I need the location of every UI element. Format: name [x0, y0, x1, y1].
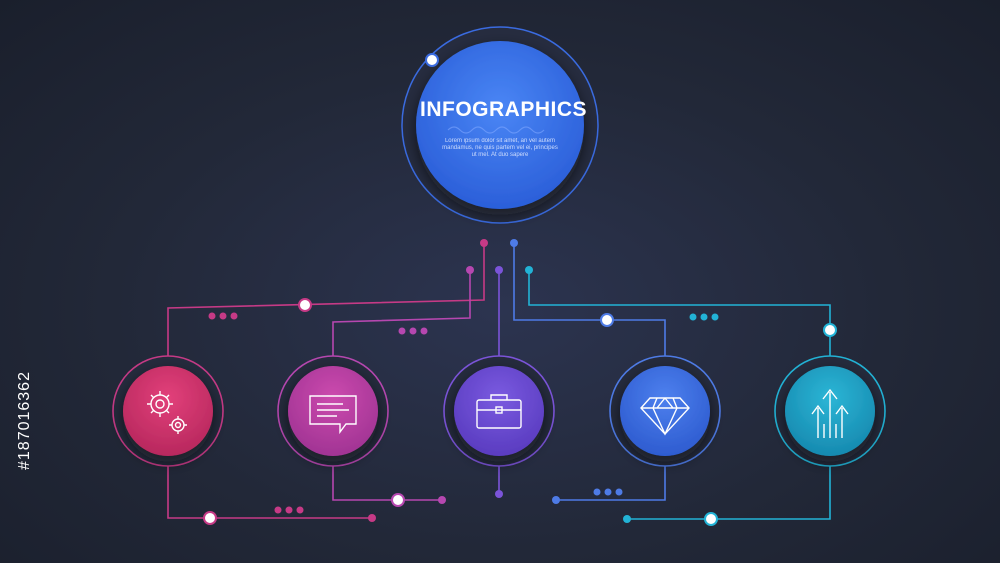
connector-2-bottom [332, 465, 442, 501]
hub-node [401, 26, 599, 224]
node-3 [443, 355, 555, 467]
node-1-circle [123, 366, 213, 456]
connector-5-top [528, 270, 831, 358]
hub-body-text: Lorem ipsum dolor sit amet, an vel autem… [442, 138, 558, 158]
connector-endpoints [368, 239, 631, 523]
node-2-circle [288, 366, 378, 456]
stock-id-watermark: #187016362 [16, 371, 33, 470]
node-3-circle [454, 366, 544, 456]
diamond-icon [640, 397, 690, 436]
connector-5-bottom [627, 465, 831, 520]
chat-bubble-icon [309, 395, 357, 435]
connector-1-top [167, 243, 485, 358]
growth-arrows-icon [811, 388, 849, 438]
gears-icon [147, 391, 187, 434]
hub-connector-dot [425, 53, 439, 67]
connector-2-top [332, 270, 471, 358]
node-4-circle [620, 366, 710, 456]
connector-4-bottom [556, 465, 666, 501]
node-4 [609, 355, 721, 467]
ellipsis-markers [208, 312, 719, 514]
connector-4-top [513, 243, 666, 358]
node-2 [277, 355, 389, 467]
connector-nodes [203, 298, 837, 526]
node-5 [774, 355, 886, 467]
hub-wave-decoration [447, 126, 545, 134]
briefcase-icon [476, 394, 522, 429]
node-1 [112, 355, 224, 467]
connector-1-bottom [167, 465, 372, 519]
hub-text-block: INFOGRAPHICS Lorem ipsum dolor sit amet,… [420, 98, 588, 159]
hub-title: INFOGRAPHICS [420, 98, 588, 121]
hub-circle [416, 41, 584, 209]
